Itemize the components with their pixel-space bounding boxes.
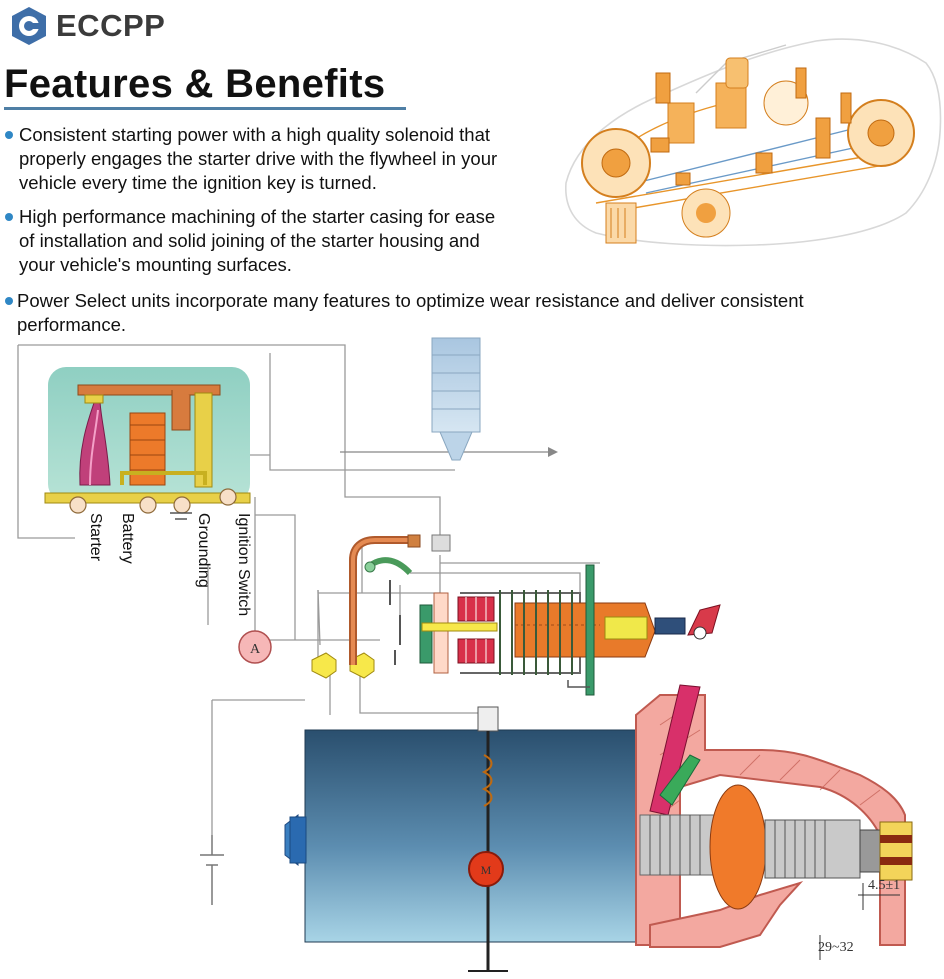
feature-item: High performance machining of the starte…	[5, 205, 496, 277]
feature-line: performance.	[17, 314, 126, 335]
feature-line: vehicle every time the ignition key is t…	[19, 172, 377, 193]
car-seat-icon	[667, 57, 749, 144]
header: ECCPP Features & Benefits	[0, 0, 944, 110]
solenoid-assembly	[349, 534, 721, 696]
label-starter: Starter	[87, 513, 104, 562]
car-cutaway-illustration	[565, 38, 942, 247]
ammeter-icon	[238, 630, 272, 664]
dimension-label: 4.5±1	[868, 878, 901, 893]
bullet-icon	[5, 297, 13, 305]
feature-item: Consistent starting power with a high qu…	[5, 123, 498, 195]
ammeter-label: A	[250, 642, 261, 657]
feature-line: properly engages the starter drive with …	[19, 148, 498, 169]
brand-name: ECCPP	[56, 8, 166, 43]
arrow-icon	[548, 447, 558, 457]
bullet-icon	[5, 213, 13, 221]
motor-label: M	[481, 863, 492, 877]
label-grounding: Grounding	[195, 513, 212, 588]
feature-line: Consistent starting power with a high qu…	[19, 124, 490, 145]
starter-cutaway-svg: A	[17, 337, 913, 972]
feature-item: Power Select units incorporate many feat…	[5, 289, 804, 337]
dimension-label: 29~32	[818, 940, 854, 955]
relay-box	[44, 367, 251, 520]
radiator-icon	[605, 202, 637, 244]
title-underline	[4, 107, 406, 110]
feature-line: your vehicle's mounting surfaces.	[19, 254, 292, 275]
drive-housing	[635, 684, 913, 960]
label-battery: Battery	[119, 513, 136, 564]
bullet-icon	[5, 131, 13, 139]
brand-logo[interactable]: ECCPP	[8, 4, 165, 48]
feature-line: High performance machining of the starte…	[19, 206, 496, 227]
eccpp-hexagon-icon	[12, 7, 46, 45]
terminal-nut-icon	[311, 652, 337, 679]
starter-wiring-diagram: A	[0, 335, 944, 974]
motor-icon	[468, 851, 504, 887]
battery-symbol	[200, 835, 224, 905]
feature-line: Power Select units incorporate many feat…	[17, 290, 804, 311]
starter-motor: M	[284, 706, 641, 972]
spark-plug-icon	[431, 337, 481, 461]
feature-line: of installation and solid joining of the…	[19, 230, 480, 251]
page-title: Features & Benefits	[4, 62, 386, 106]
label-ignition-switch: Ignition Switch	[235, 513, 252, 617]
